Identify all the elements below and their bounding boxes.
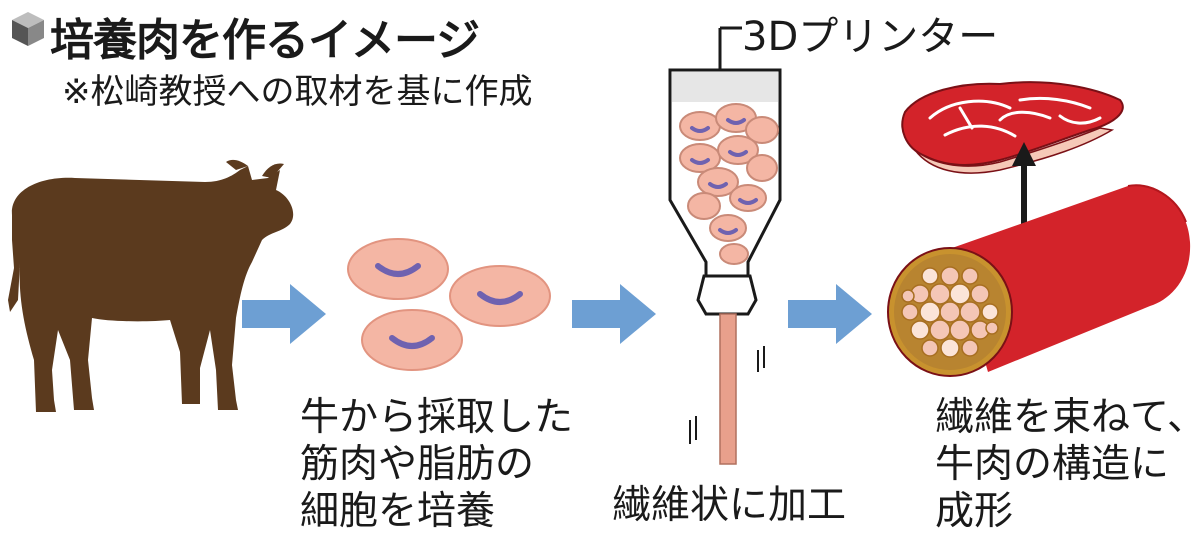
- cow-icon: [8, 159, 294, 412]
- step-1-line-1: 牛から採取した: [300, 395, 574, 440]
- arrow-right-icon: [572, 284, 656, 344]
- arrow-right-icon: [242, 284, 326, 344]
- step-3-line-2: 牛肉の構造に: [935, 442, 1170, 487]
- step-3-line-1: 繊維を束ねて、: [935, 395, 1200, 440]
- step-1-line-2: 筋肉や脂肪の: [300, 442, 535, 487]
- cell-icon: [449, 265, 551, 327]
- meat-icon: [901, 81, 1124, 174]
- fiber-bundle-icon: [887, 184, 1191, 377]
- cell-icon: [361, 309, 463, 371]
- cube-icon: [12, 12, 44, 46]
- step-3-caption: 繊維を束ねて、 牛肉の構造に 成形: [935, 394, 1200, 535]
- step-2-line-1: 繊維状に加工: [612, 483, 847, 528]
- printer-icon: [668, 26, 782, 465]
- arrow-up-icon: [1012, 142, 1036, 226]
- printer-label: 3Dプリンター: [742, 14, 999, 60]
- step-3-line-3: 成形: [935, 489, 1014, 534]
- page-title: 培養肉を作るイメージ: [50, 15, 480, 66]
- source-note: ※松崎教授への取材を基に作成: [62, 72, 533, 112]
- cell-icon: [347, 238, 449, 300]
- step-1-line-3: 細胞を培養: [300, 489, 496, 534]
- step-1-caption: 牛から採取した 筋肉や脂肪の 細胞を培養: [300, 394, 573, 535]
- step-2-caption: 繊維状に加工: [612, 482, 846, 529]
- arrow-right-icon: [788, 284, 872, 344]
